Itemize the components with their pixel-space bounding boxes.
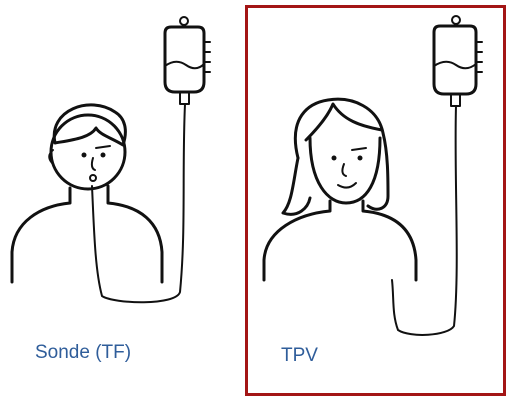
iv-line [392, 106, 457, 335]
iv-bag-icon [434, 16, 482, 106]
feeding-tube [92, 104, 185, 302]
label-parenteral-nutrition: TPV [281, 345, 318, 367]
panel-tube-feeding: Sonde (TF) [0, 0, 240, 402]
label-tube-feeding: Sonde (TF) [35, 342, 131, 364]
iv-bag-icon [165, 17, 210, 104]
panel-parenteral-nutrition-frame: TPV [245, 5, 506, 396]
girl-with-iv-line-icon [248, 8, 503, 393]
